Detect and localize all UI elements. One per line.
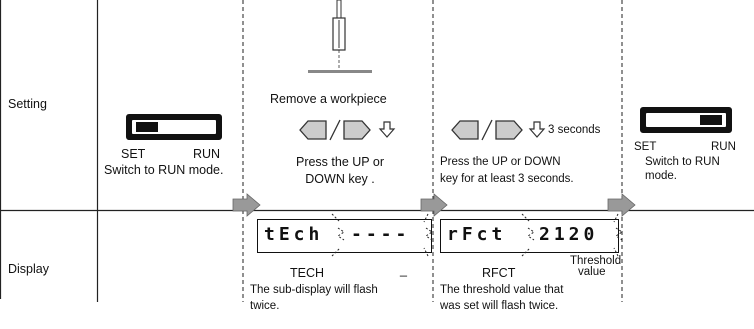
switch-run-label: RUN: [711, 141, 736, 153]
step2-instruction-line2: DOWN key .: [305, 172, 375, 186]
up-key-icon: [299, 120, 327, 140]
press-arrow-icon: [378, 121, 396, 138]
lcd-sub-text: ----: [351, 224, 411, 245]
step1-instruction: Switch to RUN mode.: [104, 163, 224, 177]
step4-instruction-line1: Switch to RUN: [645, 156, 720, 168]
step2-note-line1: The sub-display will flash: [250, 284, 378, 296]
lcd-display-rfct: rFct 2120: [440, 219, 619, 253]
flash-icon: [521, 213, 623, 257]
lcd-display-tech: tEch ----: [257, 219, 432, 253]
mode-switch-run: [640, 107, 732, 133]
workpiece-sensor-icon: [308, 0, 372, 75]
step2-note-line2: twice.: [250, 300, 280, 312]
step3-note-line2: was set will flash twice.: [440, 300, 559, 312]
lcd-main-text: tEch: [264, 224, 324, 245]
rfct-label: RFCT: [482, 266, 516, 280]
up-key-icon: [451, 120, 479, 140]
threshold-label-line1: Threshold: [570, 255, 622, 267]
step2-instruction-line1: Press the UP or: [295, 155, 384, 169]
down-key-icon: [495, 120, 523, 140]
step3-note-line1: The threshold value that: [440, 284, 564, 296]
key-group: [299, 119, 396, 141]
step3-instruction-line2: key for at least 3 seconds.: [440, 173, 574, 185]
sub-display-label: _: [400, 263, 407, 277]
threshold-label-line2: value: [578, 266, 606, 278]
lcd-main-text: rFct: [447, 224, 507, 245]
down-key-icon: [343, 120, 371, 140]
row-header-display: Display: [8, 262, 49, 276]
step-arrow-icon: [232, 193, 636, 217]
key-group-hold: [451, 119, 546, 141]
remove-workpiece-label: Remove a workpiece: [270, 92, 387, 106]
step4-instruction-line2: mode.: [645, 170, 677, 182]
row-header-setting: Setting: [8, 97, 47, 111]
switch-set-label: SET: [121, 147, 146, 161]
press-arrow-icon: [528, 121, 546, 138]
hold-duration: 3 seconds: [548, 124, 601, 136]
tech-label: TECH: [290, 266, 325, 280]
lcd-sub-text: 2120: [539, 224, 599, 245]
switch-set-label: SET: [634, 141, 657, 153]
step3-instruction-line1: Press the UP or DOWN: [440, 156, 561, 168]
mode-switch-set: [126, 114, 222, 140]
switch-run-label: RUN: [193, 147, 221, 161]
flash-icon: [331, 213, 433, 257]
